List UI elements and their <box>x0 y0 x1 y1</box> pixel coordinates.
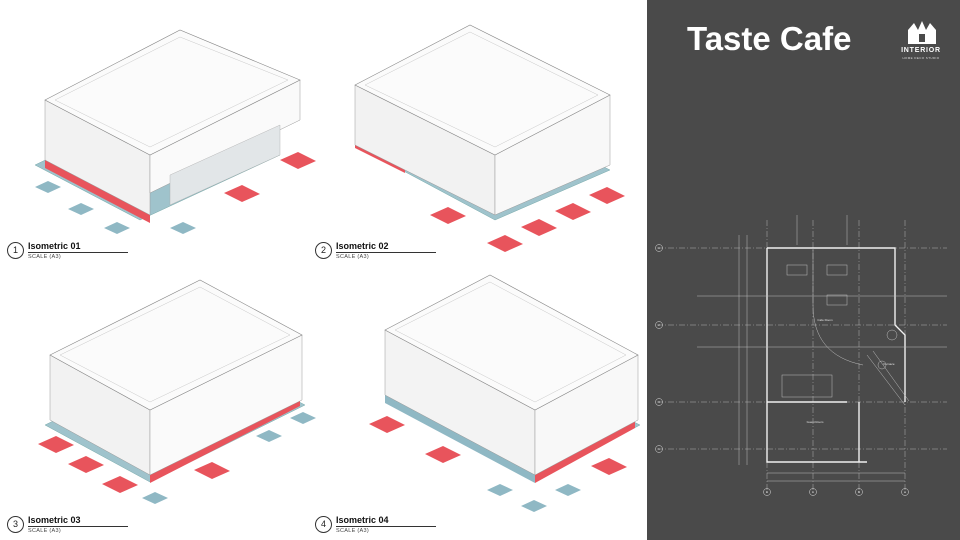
interior-logo-icon <box>908 21 936 44</box>
floor-plan-drawing: A 2 3 1 D C B A Cafe Room Furnace Guest … <box>655 215 947 496</box>
caption-rule <box>336 252 436 253</box>
view-scale: SCALE (A3) <box>28 254 61 260</box>
view-caption: 2 Isometric 02 SCALE (A3) <box>315 241 515 266</box>
room-label-furnace: Furnace <box>883 362 894 366</box>
room-label-cafe: Cafe Room <box>817 318 833 322</box>
caption-rule <box>28 526 128 527</box>
grid-label-row: 2 <box>658 323 660 327</box>
view-number: 1 <box>7 242 24 259</box>
view-scale: SCALE (A3) <box>336 254 369 260</box>
view-number: 4 <box>315 516 332 533</box>
grid-label-col: D <box>766 490 769 494</box>
isometric-drawing-01 <box>34 29 316 234</box>
isometric-drawing-04 <box>369 274 641 512</box>
view-caption: 4 Isometric 04 SCALE (A3) <box>315 515 515 540</box>
isometric-drawing-02 <box>354 24 625 252</box>
view-caption: 1 Isometric 01 SCALE (A3) <box>7 241 207 266</box>
grid-label-row: 1 <box>658 447 660 451</box>
caption-rule <box>28 252 128 253</box>
view-title: Isometric 01 <box>28 241 81 251</box>
room-label-guest: Guest Room <box>807 420 824 424</box>
view-title: Isometric 02 <box>336 241 389 251</box>
grid-label-col: B <box>858 490 860 494</box>
grid-label-col: A <box>904 490 906 494</box>
view-caption: 3 Isometric 03 SCALE (A3) <box>7 515 207 540</box>
logo-wordmark: INTERIOR <box>901 47 941 54</box>
grid-label-row: 3 <box>658 400 660 404</box>
view-number: 2 <box>315 242 332 259</box>
view-scale: SCALE (A3) <box>336 528 369 534</box>
view-title: Isometric 04 <box>336 515 389 525</box>
grid-label-row: A <box>658 246 660 250</box>
grid-label-col: C <box>812 490 815 494</box>
caption-rule <box>336 526 436 527</box>
view-number: 3 <box>7 516 24 533</box>
logo-subtitle: HOME DECO STUDIO <box>902 56 940 60</box>
info-panel: Taste Cafe INTERIOR HOME DECO STUDIO <box>647 0 960 540</box>
page-title: Taste Cafe <box>687 20 852 57</box>
view-scale: SCALE (A3) <box>28 528 61 534</box>
isometric-drawing-03 <box>38 279 316 504</box>
view-title: Isometric 03 <box>28 515 81 525</box>
